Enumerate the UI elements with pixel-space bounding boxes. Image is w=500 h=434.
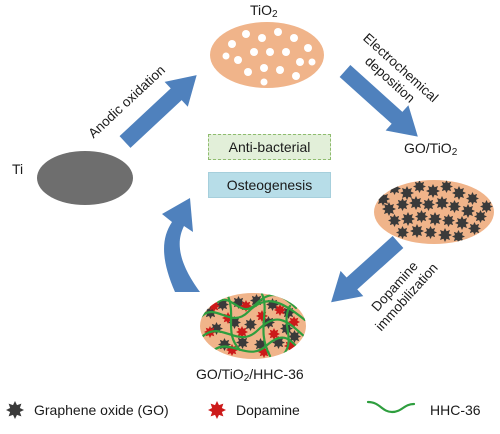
- legend-go-symbol: [6, 401, 24, 419]
- label-ti: Ti: [12, 161, 24, 177]
- legend-dopamine-symbol: [208, 401, 226, 419]
- label-final: GO/TiO2/HHC-36: [196, 366, 304, 384]
- label-tio2: TiO2: [250, 2, 278, 20]
- arrow-dopamine: [331, 236, 404, 303]
- legend-dopamine-label: Dopamine: [236, 402, 300, 418]
- arrow-return: [162, 198, 200, 292]
- tio2-pores: [222, 28, 316, 86]
- arrow-anodic: [119, 75, 197, 148]
- ti-disc: [37, 151, 133, 205]
- label-go-tio2: GO/TiO2: [404, 140, 458, 158]
- outcome-osteogenesis: Osteogenesis: [208, 172, 331, 198]
- legend-hhc-label: HHC-36: [430, 402, 481, 418]
- arrow-electro: [339, 65, 418, 137]
- legend-go-label: Graphene oxide (GO): [34, 402, 169, 418]
- final-surface: [200, 293, 306, 358]
- outcome-antibacterial: Anti-bacterial: [208, 134, 331, 160]
- legend-hhc-symbol: [366, 400, 416, 414]
